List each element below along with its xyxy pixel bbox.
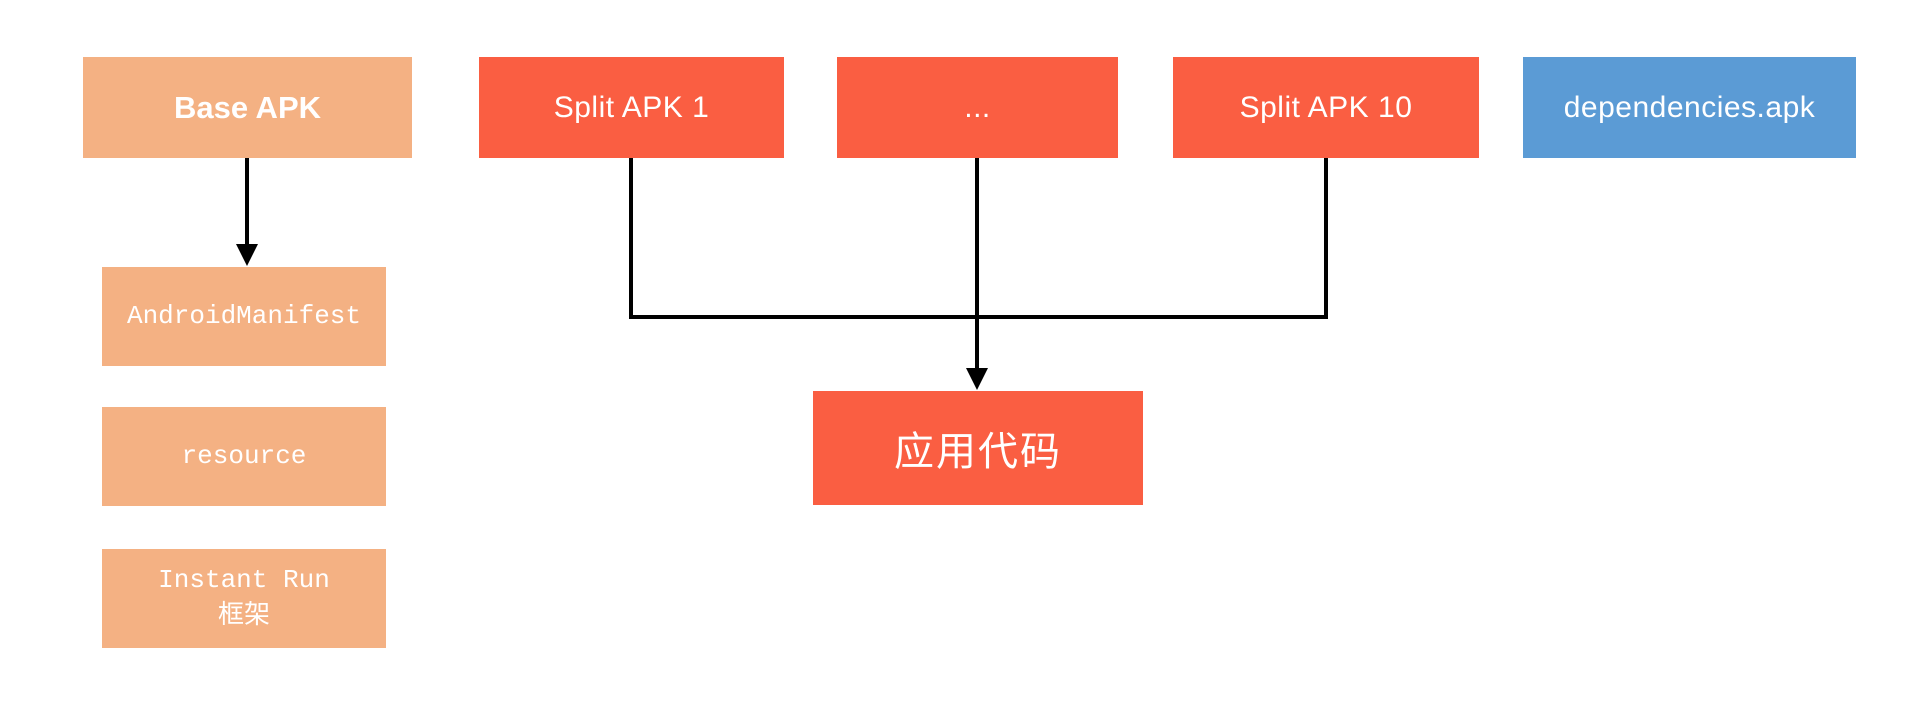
node-split-apk-1: Split APK 1 [479,57,784,158]
node-resource: resource [102,407,386,506]
edge-base-to-manifest-arrowhead [236,244,258,266]
edge-ellipsis-to-appcode-arrowhead [966,368,988,390]
node-app-code: 应用代码 [813,391,1143,505]
node-dependencies-apk: dependencies.apk [1523,57,1856,158]
node-split-apk-10: Split APK 10 [1173,57,1479,158]
node-base-apk: Base APK [83,57,412,158]
node-instant-run-framework: Instant Run 框架 [102,549,386,648]
node-android-manifest: AndroidManifest [102,267,386,366]
node-ellipsis: ... [837,57,1118,158]
